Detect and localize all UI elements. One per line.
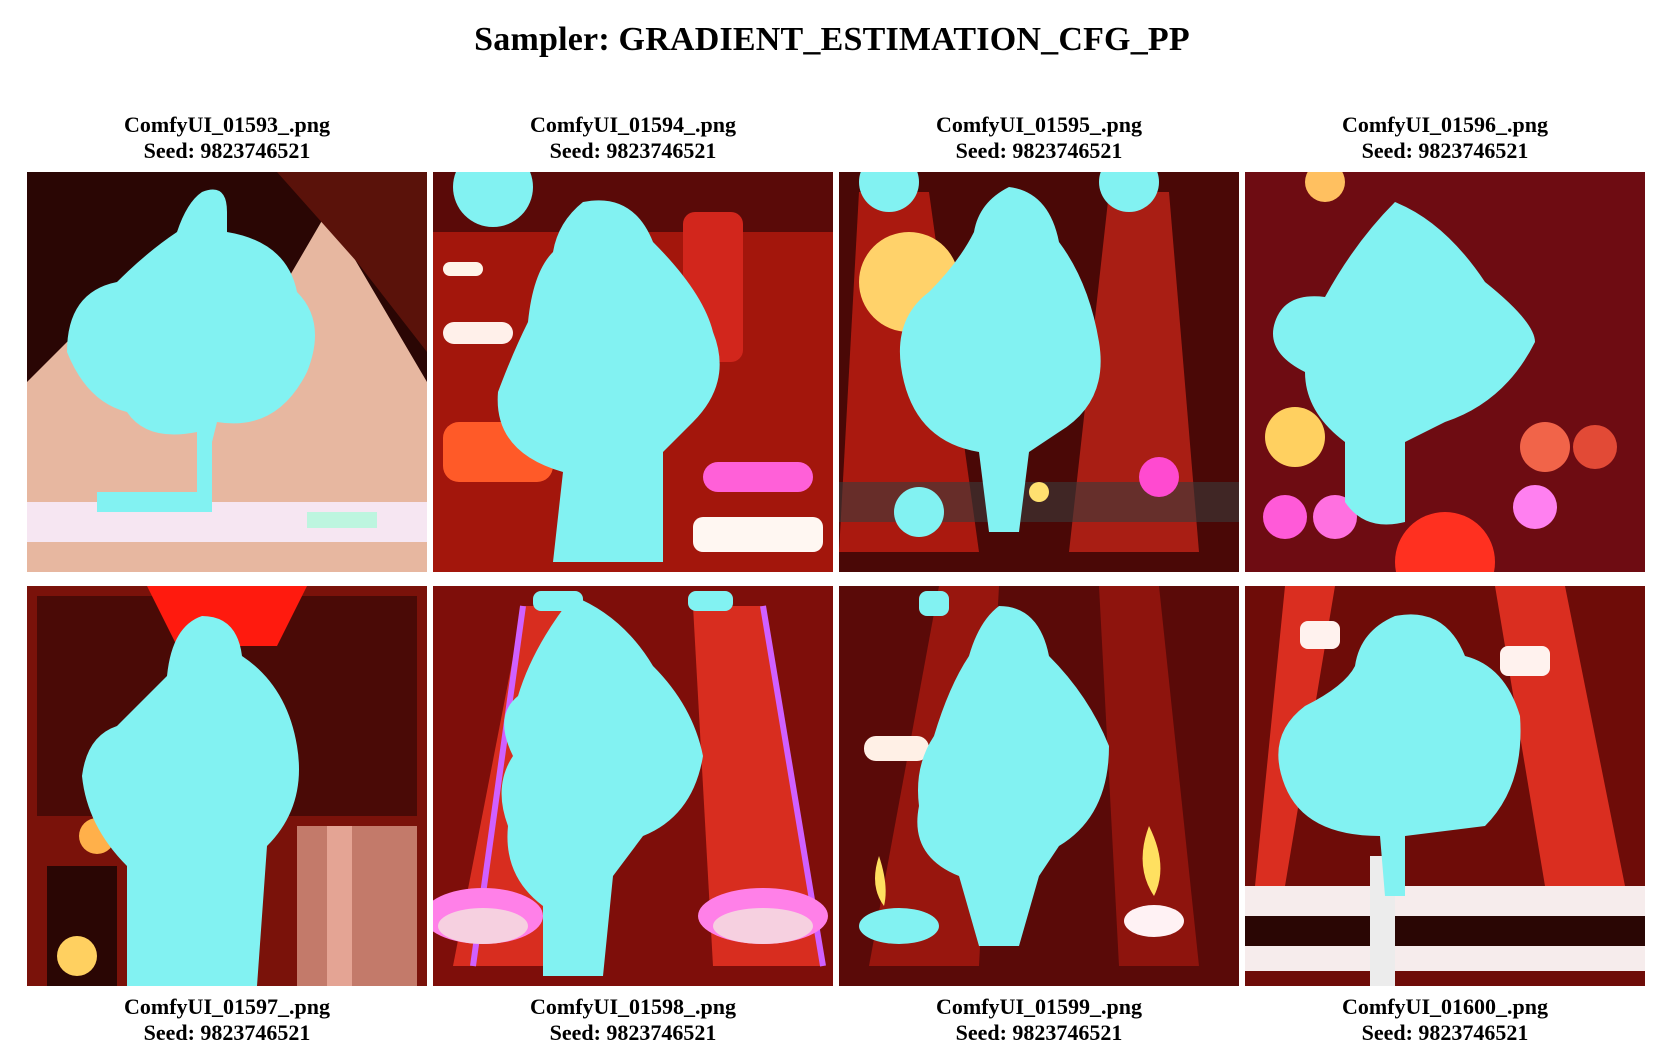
image-card: ComfyUI_01600_.png Seed: 9823746521 (1245, 586, 1645, 1046)
image-seed: Seed: 9823746521 (1361, 1020, 1529, 1045)
image-filename: ComfyUI_01593_.png (124, 112, 330, 137)
generated-image (839, 172, 1239, 572)
image-card: ComfyUI_01594_.png Seed: 9823746521 (433, 112, 833, 572)
image-card: ComfyUI_01595_.png Seed: 9823746521 (839, 112, 1239, 572)
image-render (839, 172, 1239, 572)
image-caption: ComfyUI_01596_.png Seed: 9823746521 (1245, 112, 1645, 164)
image-filename: ComfyUI_01595_.png (936, 112, 1142, 137)
image-caption: ComfyUI_01593_.png Seed: 9823746521 (27, 112, 427, 164)
image-seed: Seed: 9823746521 (143, 1020, 311, 1045)
image-render (433, 586, 833, 986)
image-filename: ComfyUI_01596_.png (1342, 112, 1548, 137)
image-seed: Seed: 9823746521 (143, 138, 311, 163)
generated-image (27, 172, 427, 572)
image-caption: ComfyUI_01595_.png Seed: 9823746521 (839, 112, 1239, 164)
image-filename: ComfyUI_01600_.png (1342, 994, 1548, 1019)
image-filename: ComfyUI_01598_.png (530, 994, 736, 1019)
image-caption: ComfyUI_01599_.png Seed: 9823746521 (839, 994, 1239, 1046)
generated-image (433, 172, 833, 572)
image-seed: Seed: 9823746521 (549, 1020, 717, 1045)
image-filename: ComfyUI_01597_.png (124, 994, 330, 1019)
image-render (1245, 586, 1645, 986)
image-card: ComfyUI_01593_.png Seed: 9823746521 (27, 112, 427, 572)
image-seed: Seed: 9823746521 (549, 138, 717, 163)
generated-image (1245, 172, 1645, 572)
image-seed: Seed: 9823746521 (955, 138, 1123, 163)
image-caption: ComfyUI_01600_.png Seed: 9823746521 (1245, 994, 1645, 1046)
image-render (27, 172, 427, 572)
image-render (27, 586, 427, 986)
image-card: ComfyUI_01596_.png Seed: 9823746521 (1245, 112, 1645, 572)
generated-image (1245, 586, 1645, 986)
image-render (1245, 172, 1645, 572)
generated-image (27, 586, 427, 986)
generated-image (433, 586, 833, 986)
image-render (839, 586, 1239, 986)
image-caption: ComfyUI_01598_.png Seed: 9823746521 (433, 994, 833, 1046)
page-title: Sampler: GRADIENT_ESTIMATION_CFG_PP (474, 21, 1190, 58)
image-caption: ComfyUI_01597_.png Seed: 9823746521 (27, 994, 427, 1046)
image-card: ComfyUI_01599_.png Seed: 9823746521 (839, 586, 1239, 1046)
image-seed: Seed: 9823746521 (955, 1020, 1123, 1045)
image-caption: ComfyUI_01594_.png Seed: 9823746521 (433, 112, 833, 164)
generated-image (839, 586, 1239, 986)
image-card: ComfyUI_01597_.png Seed: 9823746521 (27, 586, 427, 1046)
image-render (433, 172, 833, 572)
image-card: ComfyUI_01598_.png Seed: 9823746521 (433, 586, 833, 1046)
image-filename: ComfyUI_01594_.png (530, 112, 736, 137)
image-seed: Seed: 9823746521 (1361, 138, 1529, 163)
image-filename: ComfyUI_01599_.png (936, 994, 1142, 1019)
